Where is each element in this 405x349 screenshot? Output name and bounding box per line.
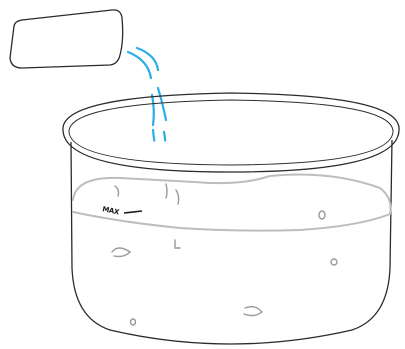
rice-grains [111,183,338,326]
max-water-level-mark: MAX [102,205,143,217]
inner-pot-icon [62,92,400,345]
water-surface [72,173,392,232]
max-line [123,210,143,214]
max-label: MAX [102,205,121,217]
measuring-cup-icon [9,9,124,69]
